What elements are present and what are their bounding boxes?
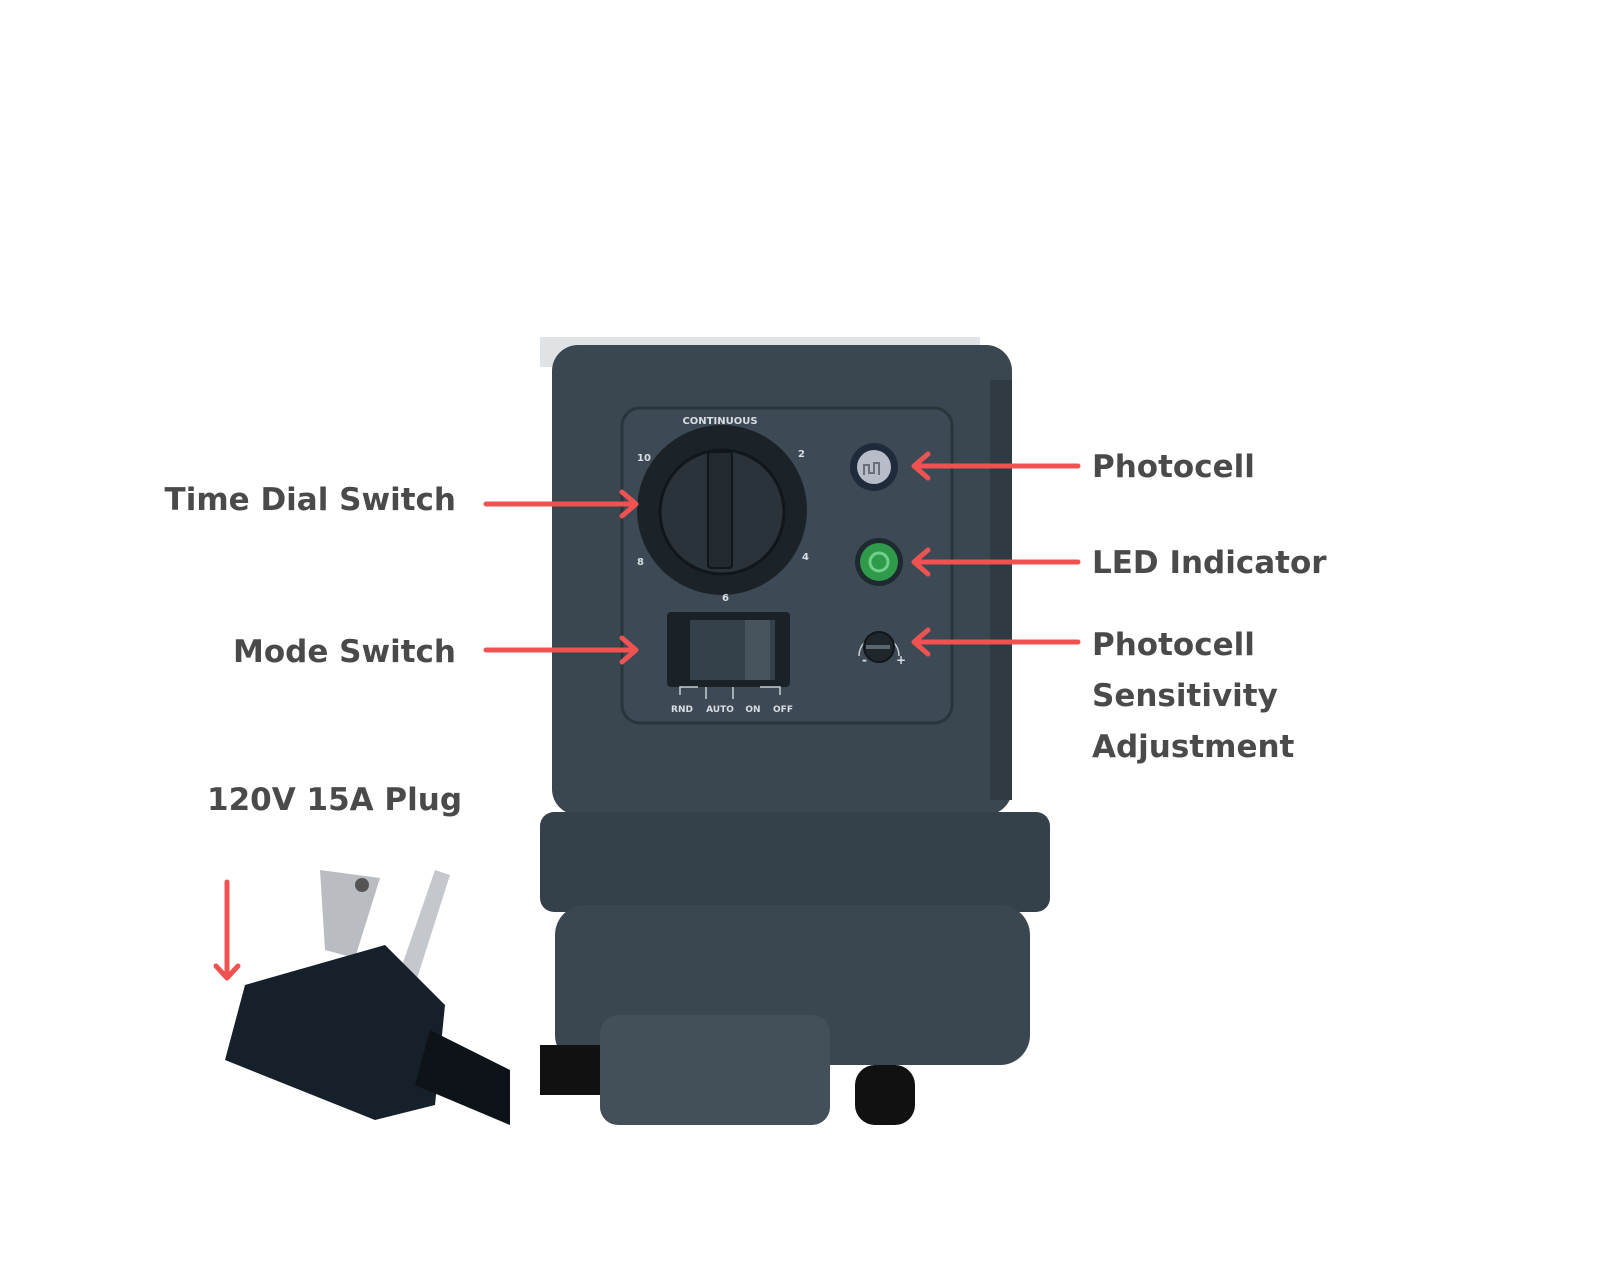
sensitivity-minus: - [862,653,867,667]
arrow-icon [911,627,1081,657]
time-dial[interactable] [637,425,807,595]
plug-illustration [225,870,510,1125]
dial-title: CONTINUOUS [682,416,757,427]
dial-mark: 10 [637,453,651,464]
label-mode-switch: Mode Switch [232,634,456,670]
label-photocell: Photocell [1092,449,1255,485]
label-plug: 120V 15A Plug [207,782,463,818]
arrow-icon [911,547,1081,577]
label-sensitivity-line1: Photocell [1092,627,1255,663]
mode-off: OFF [773,705,793,715]
photocell-sensor [850,443,898,491]
label-sensitivity-line2: Sensitivity [1092,678,1278,714]
dial-mark: 2 [798,449,805,460]
arrow-icon [911,451,1081,481]
mode-switch[interactable] [667,612,790,687]
led-indicator [855,538,903,586]
label-time-dial-switch: Time Dial Switch [164,482,456,518]
dial-mark: 6 [722,593,729,604]
mode-auto: AUTO [706,705,734,715]
arrow-icon [483,635,639,665]
timer-device [540,337,1050,1125]
dial-mark: 4 [802,552,809,563]
sensitivity-plus: + [896,653,906,667]
sensitivity-knob[interactable] [858,631,900,663]
arrow-icon [213,879,241,981]
mode-rnd: RND [671,705,693,715]
arrow-icon [483,489,639,519]
dial-mark: 8 [637,557,644,568]
label-sensitivity-line3: Adjustment [1092,729,1295,765]
mode-on: ON [745,705,760,715]
label-led-indicator: LED Indicator [1092,545,1327,581]
